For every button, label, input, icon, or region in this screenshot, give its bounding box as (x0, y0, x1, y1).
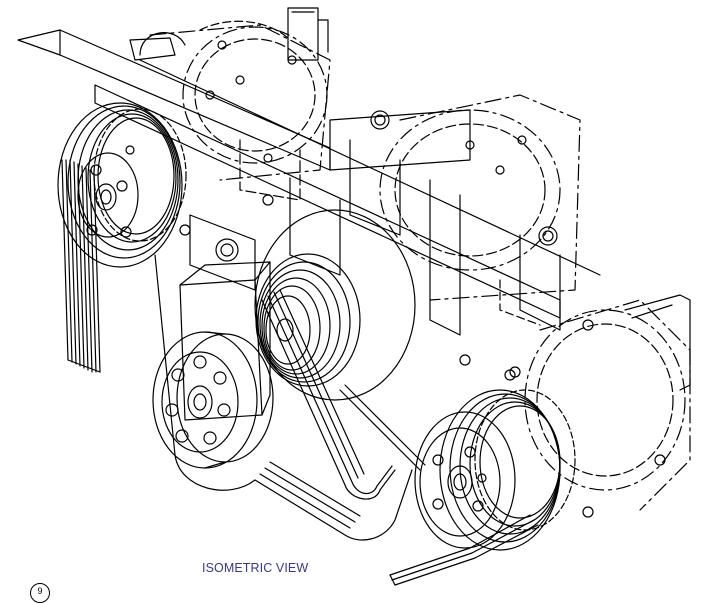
view-caption: ISOMETRIC VIEW (202, 561, 309, 575)
upper-compressor (129, 20, 331, 201)
drive-belts (154, 254, 426, 541)
idler-housing (179, 261, 271, 421)
left-hanging-belts (61, 159, 101, 373)
idler-pulley (152, 331, 274, 469)
belt-tail (389, 514, 539, 586)
upper-left-clutch-pulley (57, 102, 187, 268)
center-crankshaft-pulley (254, 209, 416, 401)
lower-compressor (379, 94, 691, 518)
mounting-bracket (17, 7, 601, 381)
lower-right-clutch-pulley (414, 389, 576, 551)
callout-bubble: 9 (30, 583, 50, 603)
